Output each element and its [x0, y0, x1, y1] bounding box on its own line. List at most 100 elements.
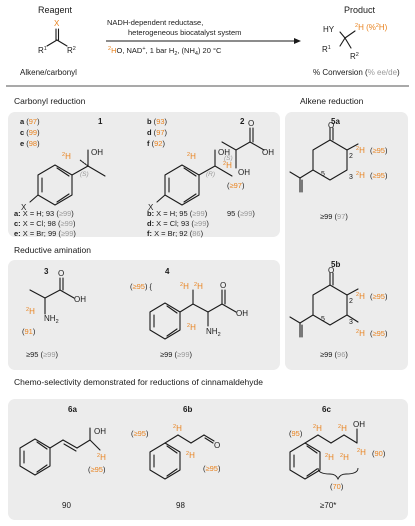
deut-6b-value-2: (≥95) — [203, 464, 221, 473]
label-1d: d (97) — [147, 128, 168, 137]
compound-6c: 6c OH (95) 2H 2H 2H 2H 2H (90) (70) ≥70* — [289, 405, 386, 510]
compound-4-number: 4 — [165, 267, 170, 276]
deut-6b-2: 2H — [186, 451, 195, 460]
o-6b: O — [214, 441, 220, 450]
result-6c: ≥70* — [320, 501, 336, 510]
stereo-1-right: (R) — [206, 171, 215, 178]
section-alkene: Alkene reduction — [300, 96, 364, 106]
product-r2: R2 — [350, 52, 359, 61]
deut-5b-2: 2H — [356, 329, 365, 338]
result-5b: ≥99 (96) — [320, 350, 348, 359]
deut-6c-value-3: (70) — [330, 482, 344, 491]
label-1f: f (92) — [147, 139, 165, 148]
section-carbonyl: Carbonyl reduction — [14, 96, 86, 106]
oh-6a: OH — [94, 427, 106, 436]
compound-6a: 6a OH 2H (≥95) 90 — [19, 405, 106, 510]
deut-6c-5: 2H — [357, 448, 366, 457]
brace-6c — [317, 467, 359, 481]
alkene-panel — [285, 112, 408, 370]
product-bond-h — [344, 30, 356, 39]
n3-5a: 3 — [349, 174, 353, 181]
deut-6a: 2H — [97, 453, 106, 462]
section-chemo: Chemo-selectivity demonstrated for reduc… — [14, 377, 263, 387]
ring-6a — [19, 438, 51, 476]
deut-6c-value-1: (95) — [289, 429, 303, 438]
compound-2: 2 O OH OH 2H (S) (≥97) 95 (≥99) — [221, 117, 274, 218]
deut-6c-2: 2H — [338, 424, 347, 433]
compound-6b: 6b O (≥95) 2H 2H (≥95) 98 — [131, 405, 221, 510]
x-label-right: X — [148, 203, 154, 212]
oh-2: OH — [262, 148, 274, 157]
deut-left: 2H — [62, 152, 71, 161]
product-bond-r1 — [339, 37, 346, 47]
product-r1: R1 — [322, 45, 331, 54]
n5-5b: 5 — [321, 316, 325, 323]
result-5a: ≥99 (97) — [320, 212, 348, 221]
conversion-label: % Conversion (% ee/de) — [313, 68, 400, 77]
compound-5b-number: 5b — [331, 260, 340, 269]
compound-5a-number: 5a — [331, 117, 340, 126]
oh-right: OH — [218, 148, 230, 157]
oh-3: OH — [74, 295, 86, 304]
stereo-2: (S) — [224, 155, 233, 162]
ring-4 — [149, 302, 181, 340]
compound-6b-number: 6b — [183, 405, 192, 414]
deut-6a-value: (≥95) — [88, 465, 106, 474]
arrow-condition-bottom: 2HO, NAD+, 1 bar H2, (NH4) 20 °C — [108, 46, 222, 57]
deut-4a: 2H — [180, 282, 189, 291]
amination-panel — [8, 260, 280, 370]
deut-5a-1: 2H — [356, 146, 365, 155]
reagent-x: X — [54, 19, 60, 28]
reagent-r1: R1 — [38, 46, 47, 55]
n5-5a: 5 — [321, 171, 325, 178]
o-3: O — [58, 269, 64, 278]
deut-6c-1: 2H — [313, 424, 322, 433]
n2-5b: 2 — [349, 298, 353, 305]
product-hy: HY — [323, 25, 335, 34]
deut-6b-value-1: (≥95) — [131, 429, 149, 438]
oh-6c: OH — [353, 420, 365, 429]
deut-6c-4: 2H — [340, 453, 349, 462]
arrow-condition-top2: heterogeneous biocatalyst system — [128, 28, 241, 37]
result-1b: b: X = H; 95 (≥99) — [147, 209, 208, 218]
deut-4b: 2H — [194, 282, 203, 291]
product-bond-hy — [339, 31, 346, 39]
product-bond-r2 — [344, 37, 352, 49]
x-label-left: X — [21, 203, 27, 212]
o-4: O — [220, 281, 226, 290]
deut-right: 2H — [187, 152, 196, 161]
deut-5b-1: 2H — [356, 292, 365, 301]
deut-5a-value-2: (≥95) — [370, 171, 388, 180]
oh-left: OH — [91, 148, 103, 157]
compound-2-number: 2 — [240, 117, 245, 126]
result-2: 95 (≥99) — [227, 209, 255, 218]
oh-2b: OH — [238, 168, 250, 177]
o-5b: O — [328, 266, 334, 275]
result-1c: c: X = Cl; 98 (≥99) — [14, 219, 76, 228]
chemo-panel — [8, 399, 408, 520]
label-1b: b (93) — [147, 117, 168, 126]
result-1f: f: X = Br; 92 (86) — [147, 229, 204, 238]
result-1d: d: X = Cl; 93 (≥99) — [147, 219, 209, 228]
reagent-bond-r1 — [46, 39, 58, 47]
compound-3: 3 O OH NH2 2H (91) ≥95 (≥99) — [22, 267, 86, 359]
section-amination: Reductive amination — [14, 245, 91, 255]
compound-1-number: 1 — [98, 117, 103, 126]
reaction-arrowhead — [294, 38, 301, 44]
deut-6b-1: 2H — [173, 424, 182, 433]
o-2: O — [248, 119, 254, 128]
deut-6c-value-2: (90) — [372, 449, 386, 458]
deut-4c: 2H — [187, 323, 196, 332]
result-6b: 98 — [176, 501, 185, 510]
result-6a: 90 — [62, 501, 71, 510]
product-label: Product — [344, 5, 376, 15]
deut-3-value: (91) — [22, 327, 36, 336]
product-deuterium: 2H (%2H) — [355, 23, 388, 32]
result-3: ≥95 (≥99) — [26, 350, 59, 359]
reagent-caption: Alkene/carbonyl — [20, 68, 77, 77]
header: Reagent X R1 R2 Alkene/carbonyl NADH-dep… — [6, 5, 409, 87]
deut-3: 2H — [26, 307, 35, 316]
stereo-1-left: (S) — [80, 171, 89, 178]
compound-3-number: 3 — [44, 267, 49, 276]
